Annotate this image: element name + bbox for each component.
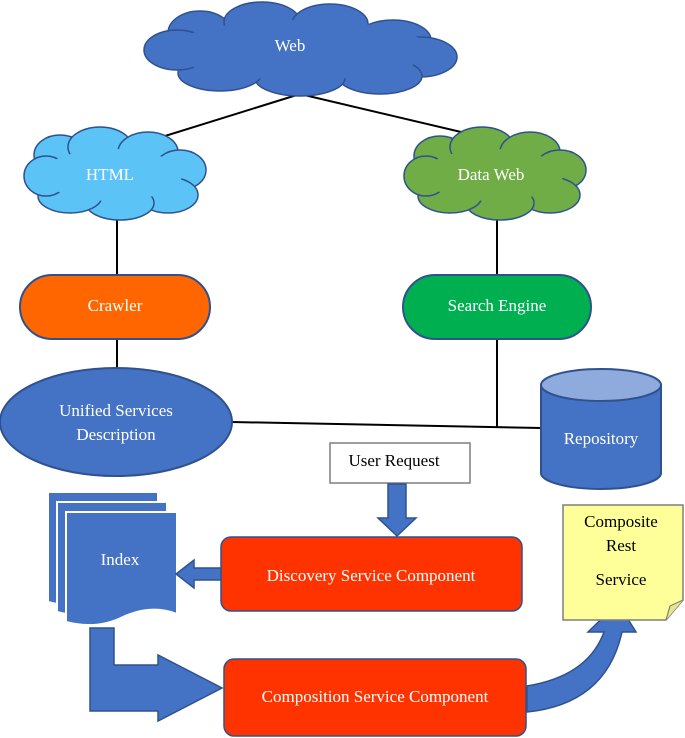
- search-engine-box: Search Engine: [402, 274, 592, 340]
- user-request-label: User Request: [348, 451, 439, 470]
- data-web-label: Data Web: [458, 165, 525, 184]
- index-documents: Index: [47, 491, 178, 627]
- web-label: Web: [275, 36, 306, 55]
- composite-rest-note: Composite Rest Service: [562, 504, 684, 621]
- repository-label: Repository: [564, 429, 639, 448]
- discovery-to-index-arrow: [174, 558, 223, 590]
- user-request-arrow: [376, 483, 418, 538]
- composition-service-box: Composition Service Component: [223, 658, 527, 737]
- discovery-service-label: Discovery Service Component: [267, 566, 476, 585]
- discovery-service-box: Discovery Service Component: [220, 536, 523, 612]
- index-to-composition-arrow: [89, 627, 224, 723]
- unified-services-line2: Description: [76, 425, 156, 444]
- composite-rest-line2: Rest: [606, 536, 637, 555]
- composition-service-label: Composition Service Component: [262, 687, 489, 706]
- web-cloud: Web: [143, 1, 458, 97]
- data-web-cloud: Data Web: [403, 126, 587, 221]
- unified-services-ellipse: Unified Services Description: [0, 367, 233, 477]
- composition-to-composite-arrow: [526, 601, 638, 713]
- line-unified-repo: [231, 421, 542, 429]
- repository-cylinder: Repository: [540, 368, 662, 490]
- html-label: HTML: [86, 165, 134, 184]
- composite-rest-line3: Service: [596, 570, 647, 589]
- user-request-box: User Request: [329, 442, 471, 484]
- search-engine-label: Search Engine: [448, 296, 547, 315]
- html-cloud: HTML: [23, 126, 207, 221]
- composite-rest-line1: Composite: [584, 512, 658, 531]
- crawler-box: Crawler: [19, 274, 211, 340]
- crawler-label: Crawler: [88, 296, 143, 315]
- index-label: Index: [101, 550, 140, 569]
- unified-services-line1: Unified Services: [59, 401, 173, 420]
